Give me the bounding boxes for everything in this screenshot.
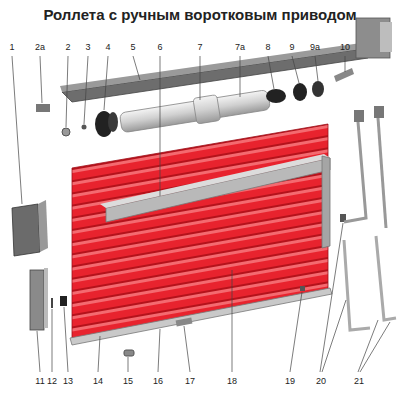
callout-number: 18 <box>227 376 237 386</box>
callout-number: 16 <box>153 376 163 386</box>
callout-number: 2a <box>35 42 45 52</box>
callout-number: 19 <box>285 376 295 386</box>
callout-number: 9a <box>310 42 320 52</box>
callout-number: 21 <box>354 376 364 386</box>
callout-number: 6 <box>157 42 162 52</box>
callout-number: 1 <box>9 42 14 52</box>
callout-number: 13 <box>63 376 73 386</box>
callout-number: 10 <box>340 42 350 52</box>
callout-number: 11 <box>35 376 44 386</box>
callout-number: 15 <box>123 376 133 386</box>
callout-number: 2 <box>65 42 70 52</box>
diagram-title: Роллета с ручным воротковым приводом <box>43 6 356 24</box>
callout-number: 12 <box>47 376 57 386</box>
callout-number: 7 <box>197 42 202 52</box>
callout-number: 8 <box>265 42 270 52</box>
callout-number: 20 <box>316 376 326 386</box>
callout-number: 9 <box>289 42 294 52</box>
callout-number: 5 <box>130 42 135 52</box>
callout-number: 17 <box>185 376 195 386</box>
callout-number: 4 <box>105 42 110 52</box>
callout-number: 7a <box>235 42 245 52</box>
callout-number: 14 <box>93 376 103 386</box>
callout-number: 3 <box>85 42 90 52</box>
